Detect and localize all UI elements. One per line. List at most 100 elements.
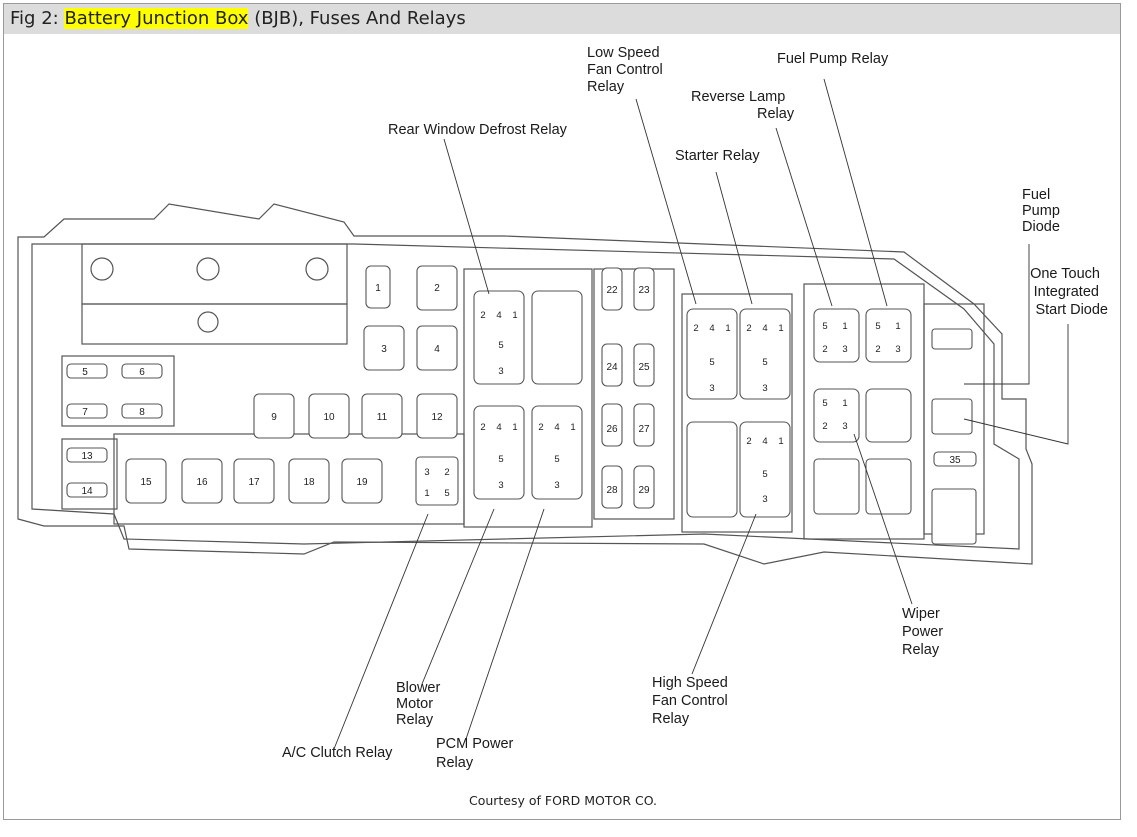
fuse-9-label: 9 — [271, 412, 277, 423]
figure-frame: Fig 2: Battery Junction Box (BJB), Fuses… — [3, 3, 1121, 820]
fuse-7-label: 7 — [82, 407, 88, 418]
pin: 2 — [444, 467, 449, 478]
fuse-8-label: 8 — [139, 407, 145, 418]
pin: 1 — [570, 422, 575, 433]
fuse-25 — [633, 343, 655, 387]
fuse-23 — [633, 267, 655, 311]
pin: 2 — [480, 310, 485, 321]
pin: 3 — [498, 366, 503, 377]
pin: 3 — [498, 480, 503, 491]
label-line: Diode — [1022, 219, 1060, 235]
fuse-16-label: 16 — [196, 477, 208, 488]
leader-rear-defrost — [443, 138, 490, 295]
figure-title: Fig 2: Battery Junction Box (BJB), Fuses… — [4, 4, 1120, 34]
housing-outline — [17, 203, 1033, 565]
relay-ac-clutch — [415, 456, 459, 506]
label-line: High Speed — [652, 675, 728, 691]
label-one-touch: One Touch Integrated Start Diode — [1030, 266, 1108, 318]
fuse-35-label: 35 — [949, 455, 961, 466]
fuse-10 — [308, 393, 350, 439]
fuse-6 — [121, 363, 163, 379]
relay-pcm-power — [531, 405, 583, 500]
label-line: Relay — [587, 79, 625, 95]
pin: 5 — [554, 454, 559, 465]
relay-low-speed-fan — [686, 308, 738, 400]
label-line: One Touch — [1030, 266, 1100, 282]
label-line: Power — [902, 624, 943, 640]
label-line: Integrated — [1034, 284, 1099, 300]
label-line: Reverse Lamp — [691, 89, 785, 105]
pin: 1 — [778, 436, 783, 447]
label-low-speed-fan: Low Speed Fan Control Relay — [587, 45, 667, 95]
label-reverse-lamp: Reverse Lamp Relay — [691, 89, 795, 122]
pin: 5 — [498, 340, 503, 351]
fuse-3 — [363, 325, 405, 371]
fuse-18 — [288, 458, 330, 504]
fuse-11-label: 11 — [377, 412, 388, 423]
pin: 2 — [538, 422, 543, 433]
pin: 2 — [822, 421, 827, 432]
fuse-28-label: 28 — [606, 485, 618, 496]
pin: 3 — [895, 344, 900, 355]
mini-column — [593, 268, 675, 520]
pin: 2 — [746, 436, 751, 447]
label-pcm-power: PCM Power Relay — [436, 736, 517, 771]
fuse-1 — [365, 265, 391, 309]
relay-high-speed-fan — [739, 421, 791, 518]
pin: 5 — [498, 454, 503, 465]
pin: 4 — [496, 310, 501, 321]
label-line: Relay — [757, 106, 795, 122]
relay-column-1 — [463, 268, 593, 528]
pin: 4 — [496, 422, 501, 433]
label-wiper-power: Wiper Power Relay — [902, 606, 947, 658]
fuse-18-label: 18 — [303, 477, 315, 488]
leader-starter — [715, 171, 753, 305]
title-highlight: Battery Junction Box — [64, 8, 249, 29]
leader-fuel-pump — [823, 78, 888, 307]
fuse-2 — [416, 265, 458, 311]
stud-1 — [90, 257, 114, 281]
pin: 2 — [480, 422, 485, 433]
fuse-17-label: 17 — [248, 477, 260, 488]
label-rear-defrost: Rear Window Defrost Relay — [388, 122, 568, 138]
leader-low-speed-fan — [635, 98, 697, 305]
pin: 5 — [762, 357, 767, 368]
label-line: Starter Relay — [675, 148, 760, 164]
fuse-19-label: 19 — [356, 477, 368, 488]
pin: 1 — [424, 488, 429, 499]
pin: 4 — [762, 436, 767, 447]
fuse-13 — [66, 447, 108, 463]
title-suffix: (BJB), Fuses And Relays — [248, 8, 466, 29]
pin: 1 — [842, 398, 847, 409]
label-line: Relay — [902, 642, 940, 658]
pin: 5 — [822, 321, 827, 332]
label-line: Wiper — [902, 606, 940, 622]
label-high-speed-fan: High Speed Fan Control Relay — [652, 675, 732, 727]
pin: 3 — [709, 383, 714, 394]
title-prefix: Fig 2: — [10, 8, 65, 29]
pin: 3 — [424, 467, 429, 478]
pin: 4 — [554, 422, 559, 433]
relay-rear-defrost — [473, 290, 525, 385]
pin: 2 — [746, 323, 751, 334]
label-line: Relay — [396, 712, 434, 728]
label-blower: Blower Motor Relay — [396, 680, 444, 728]
label-line: Fuel Pump Relay — [777, 51, 889, 67]
fuse-24-label: 24 — [606, 362, 618, 373]
fuse-5 — [66, 363, 108, 379]
housing-inner — [31, 243, 1020, 550]
relay-column-2 — [681, 293, 793, 533]
pin: 3 — [762, 494, 767, 505]
leader-ac-clutch — [333, 513, 429, 750]
pin: 5 — [762, 469, 767, 480]
stud-3 — [305, 257, 329, 281]
label-line: Rear Window Defrost Relay — [388, 122, 568, 138]
relay-blank-6 — [931, 488, 977, 545]
pin: 5 — [822, 398, 827, 409]
relay-blank-3 — [865, 388, 912, 443]
relay-reverse-lamp — [813, 308, 860, 363]
pin: 3 — [842, 344, 847, 355]
pin: 1 — [725, 323, 730, 334]
diode-fuel-pump — [931, 328, 973, 350]
leader-high-speed-fan — [691, 513, 757, 675]
